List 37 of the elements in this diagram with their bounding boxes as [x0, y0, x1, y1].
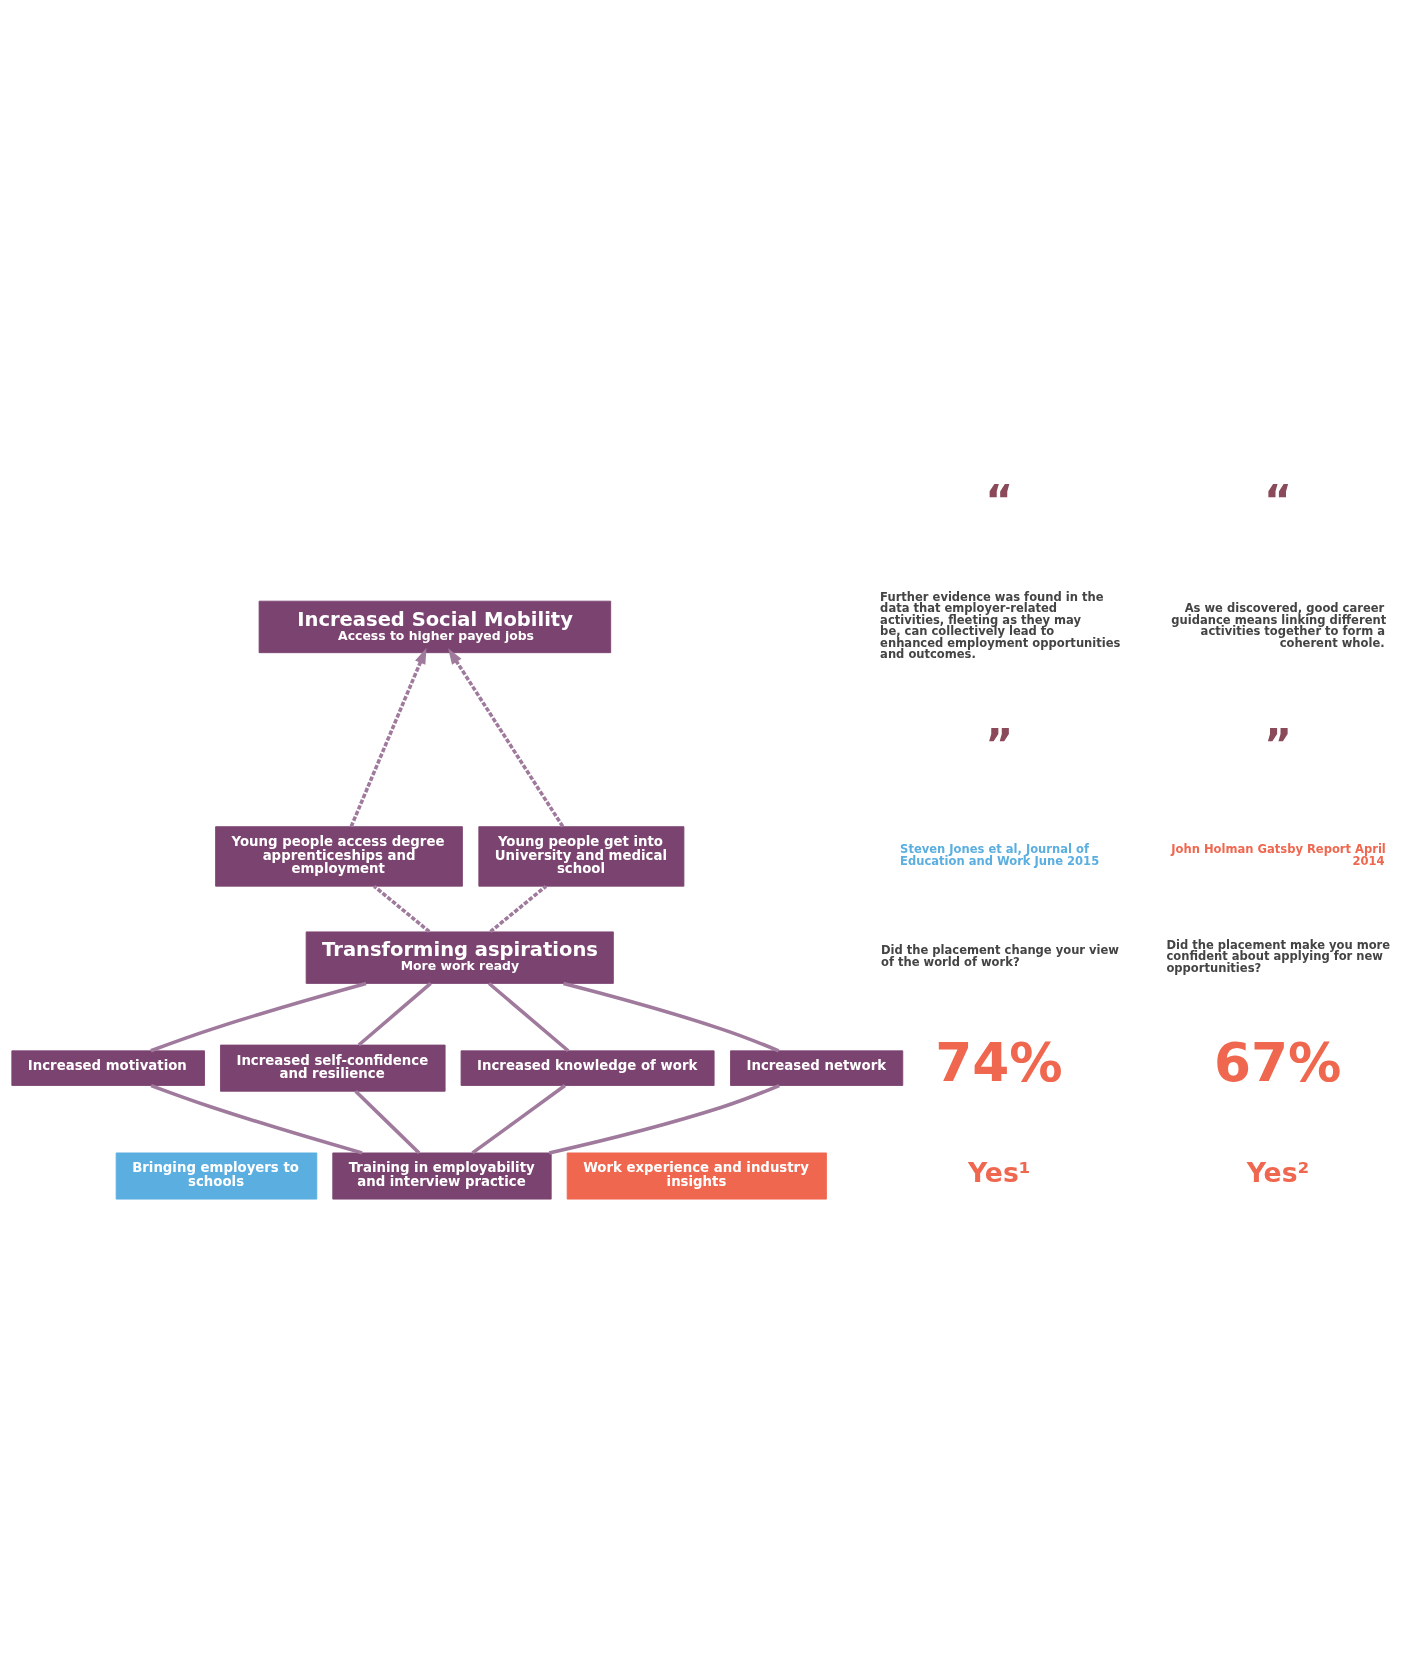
label: Did the placement make you more confident about applying for new opportunities?	[1166, 937, 1391, 975]
label: Steven Jones et al, Journal of Education and Work June 2015	[900, 841, 1100, 868]
connector	[471, 1083, 566, 1154]
node-box: Increased motivation	[11, 1049, 205, 1086]
connector	[563, 981, 780, 1052]
node-box: Training in employability and interview practice	[332, 1152, 552, 1200]
label: Yes¹	[968, 1156, 1031, 1188]
node-box: Increased self-confidence and resilience	[220, 1044, 446, 1092]
node-box: Bringing employers to schools	[115, 1152, 318, 1200]
label: 67%	[1213, 1031, 1342, 1094]
connector	[548, 1083, 780, 1155]
node-box: Transforming aspirations More work ready	[305, 930, 614, 984]
connector	[354, 1089, 421, 1154]
connector	[487, 981, 570, 1052]
label: “	[985, 474, 1014, 525]
node-box: Young people get into University and medical school	[478, 825, 685, 887]
label: “	[1264, 474, 1293, 525]
connector	[150, 981, 367, 1052]
label: Yes²	[1246, 1156, 1310, 1188]
node-box: Work experience and industry insights	[566, 1152, 827, 1200]
label: ”	[985, 718, 1014, 769]
label: John Holman Gatsby Report April 2014	[1171, 841, 1386, 868]
arrow	[349, 647, 427, 827]
connector	[373, 884, 431, 933]
node-box: Increased knowledge of work	[460, 1049, 715, 1086]
arrow	[448, 647, 565, 827]
node-box: Increased network	[730, 1049, 904, 1086]
connector	[150, 1083, 363, 1155]
node-box: Increased Social Mobility Access to higher payed jobs	[258, 600, 612, 653]
label: As we discovered, good career guidance means linking different activities together to form a coherent whole.	[1171, 600, 1387, 650]
label: ”	[1264, 718, 1293, 769]
label: 74%	[935, 1031, 1063, 1094]
node-box: Young people access degree apprenticeships and employment	[215, 825, 463, 887]
label: Did the placement change your view of the world of work?	[881, 942, 1119, 969]
connector	[489, 884, 548, 933]
label: Further evidence was found in the data that employer-related activities, fleeting as they may be, can collectively lead to enhanced employment opportunities and outcomes.	[880, 589, 1121, 661]
connector	[357, 981, 432, 1046]
